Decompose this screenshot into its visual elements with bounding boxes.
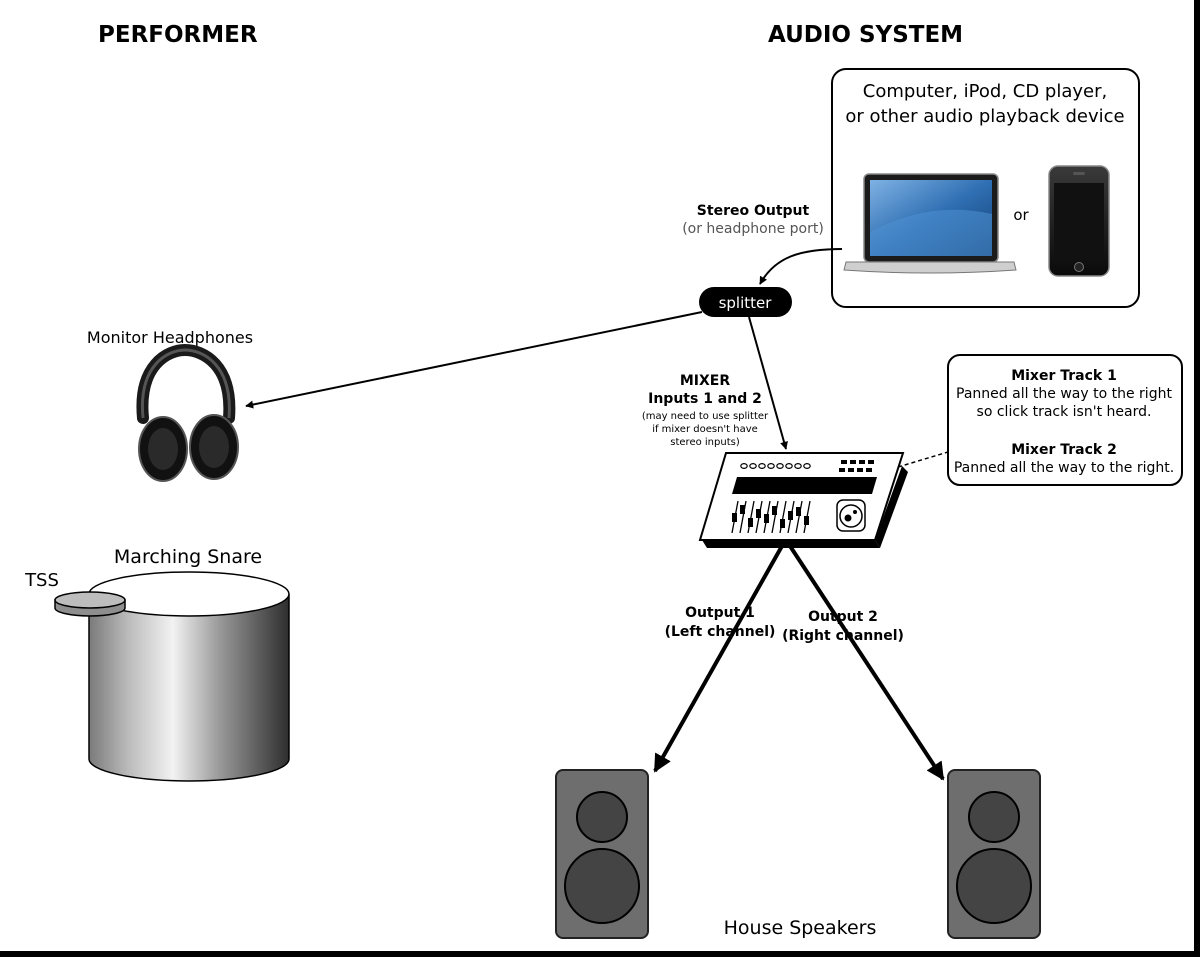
splitter-to-headphones-arrow <box>245 311 703 409</box>
splitter-pill <box>699 287 792 317</box>
output2-line1: Output 2 <box>808 609 878 625</box>
output2-arrow <box>788 544 945 781</box>
output2-line2: (Right channel) <box>782 628 904 644</box>
output1-line1: Output 1 <box>685 605 755 621</box>
output1-line2: (Left channel) <box>665 624 776 640</box>
or-label: or <box>1013 206 1029 224</box>
house-speakers-label: House Speakers <box>724 917 877 939</box>
mixer-title: MIXER <box>680 373 730 389</box>
phone-icon <box>1048 165 1110 277</box>
right-border <box>1194 0 1200 957</box>
mixer-tracks-box <box>947 354 1183 486</box>
playback-device-line2: or other audio playback device <box>845 106 1124 127</box>
mixer-track1-title: Mixer Track 1 <box>1011 368 1117 384</box>
headphones-icon <box>136 343 239 482</box>
stereo-output-title: Stereo Output <box>697 203 810 219</box>
mixer-icon <box>698 452 908 548</box>
monitor-headphones-label: Monitor Headphones <box>87 328 253 347</box>
mixer-track2-line1: Panned all the way to the right. <box>954 460 1174 476</box>
mixer-track2-title: Mixer Track 2 <box>1011 442 1117 458</box>
output1-arrow <box>653 545 784 773</box>
mixer-inputs: Inputs 1 and 2 <box>648 391 762 407</box>
snare-drum-icon <box>88 571 290 782</box>
mixer-track-connector <box>897 451 949 468</box>
speaker-right-icon <box>947 769 1041 939</box>
splitter-to-mixer-arrow <box>748 316 788 450</box>
playback-device-line1: Computer, iPod, CD player, <box>863 81 1107 102</box>
splitter-label: splitter <box>719 294 773 312</box>
device-to-splitter-arrow <box>759 248 843 285</box>
speaker-left-icon <box>555 769 649 939</box>
mixer-note-line1: (may need to use splitter <box>642 411 769 422</box>
stereo-output-sub: (or headphone port) <box>682 221 824 237</box>
audio-system-heading: AUDIO SYSTEM <box>768 22 963 48</box>
tss-sensor-icon <box>54 591 126 617</box>
mixer-note-line2: if mixer doesn't have <box>652 424 758 435</box>
bottom-border <box>0 951 1200 957</box>
mixer-note-line3: stereo inputs) <box>670 437 740 448</box>
performer-heading: PERFORMER <box>98 22 258 48</box>
marching-snare-label: Marching Snare <box>114 546 262 568</box>
tss-label: TSS <box>24 570 59 591</box>
laptop-icon <box>843 173 1017 274</box>
mixer-track1-line1: Panned all the way to the right <box>956 386 1172 402</box>
mixer-track1-line2: so click track isn't heard. <box>977 404 1152 420</box>
